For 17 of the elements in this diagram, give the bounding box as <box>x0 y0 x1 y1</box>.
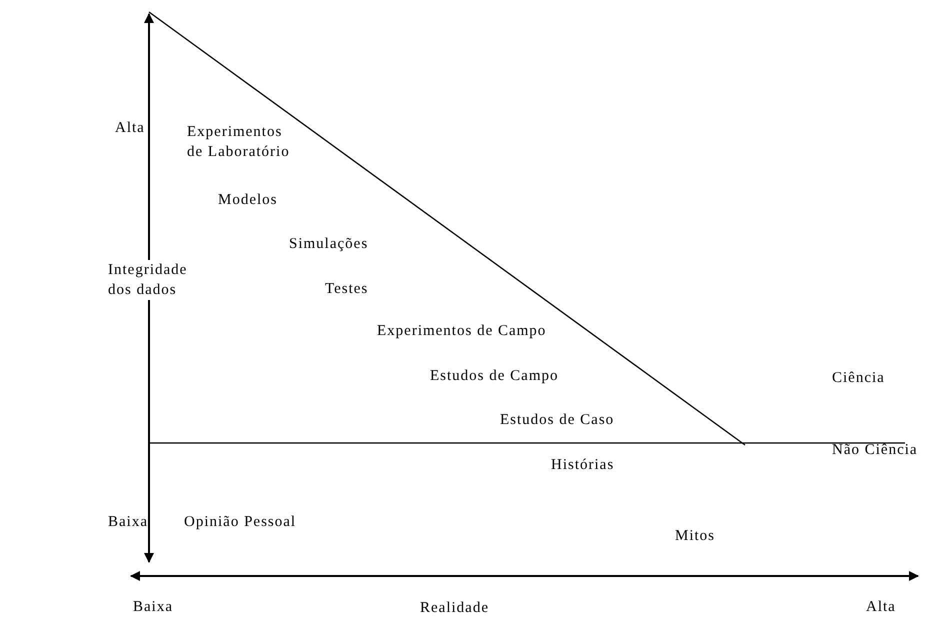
category-label: Mitos <box>675 527 716 546</box>
category-label: Estudos de Caso <box>500 411 614 430</box>
category-label: Experimentos de Laboratório <box>187 123 291 162</box>
axis-tick-label: Baixa <box>108 513 148 532</box>
category-label: Modelos <box>218 191 278 210</box>
axis-tick-label: Baixa <box>133 598 173 617</box>
category-label: Histórias <box>551 456 614 475</box>
category-label: Opinião Pessoal <box>184 513 296 532</box>
category-label: Experimentos de Campo <box>377 322 546 341</box>
category-label: Testes <box>325 280 368 299</box>
axis-tick-label: Alta <box>115 119 145 138</box>
region-label: Ciência <box>832 369 885 388</box>
category-label: Simulações <box>289 235 368 254</box>
axis-tick-label: Alta <box>866 598 896 617</box>
axis-title: Realidade <box>420 599 489 618</box>
category-label: Estudos de Campo <box>430 367 558 386</box>
region-label: Não Ciência <box>832 441 918 460</box>
